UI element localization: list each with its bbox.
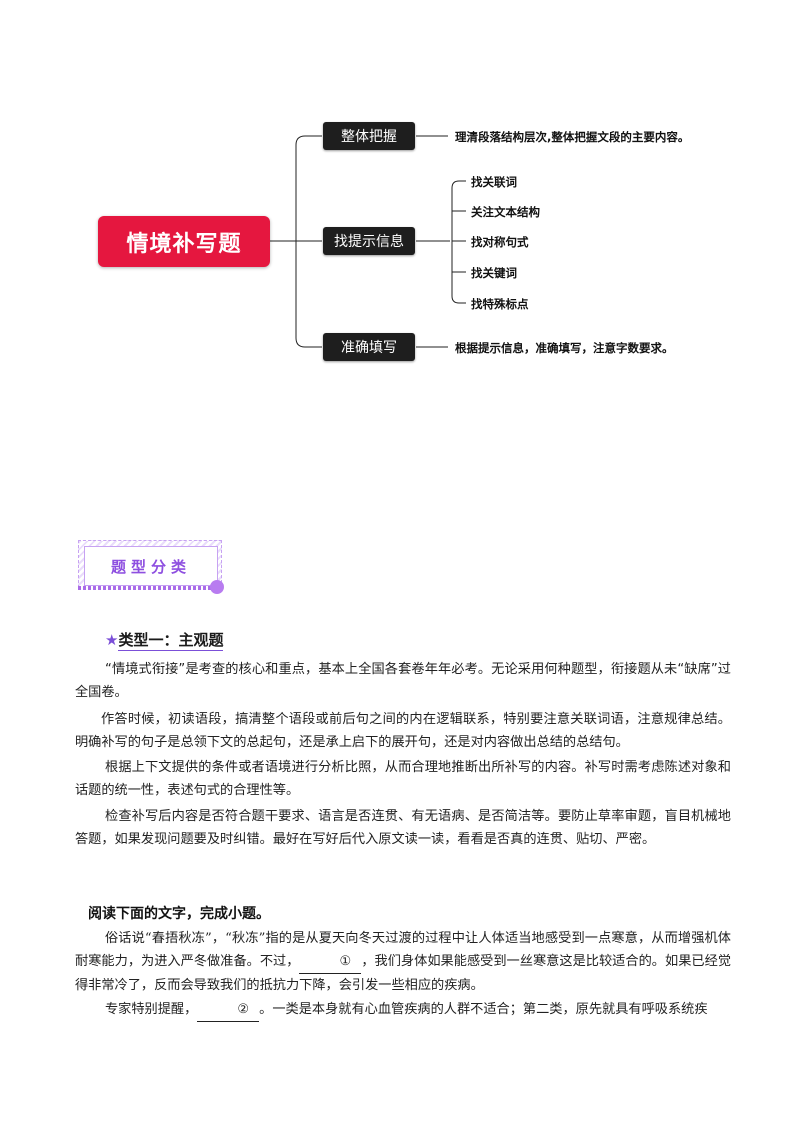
reading-paragraph-1: 俗话说“春捂秋冻”，“秋冻”指的是从夏天向冬天过渡的过程中让人体适当地感受到一点…	[75, 927, 731, 997]
mindmap-child: 找关键词	[471, 266, 517, 280]
paragraph-1: “情境式衔接”是考查的核心和重点，基本上全国各套卷年年必考。无论采用何种题型，衔…	[75, 662, 731, 700]
mindmap-detail-fill: 根据提示信息，准确填写，注意字数要求。	[455, 341, 674, 355]
mindmap-node-overall: 整体把握	[323, 122, 415, 150]
reading-text: 。一类是本身就有心血管疾病的人群不适合；第二类，原先就具有呼吸系统疾	[259, 1002, 708, 1017]
reading-heading: 阅读下面的文字，完成小题。	[88, 906, 270, 922]
mindmap-child: 找对称句式	[471, 235, 529, 249]
mindmap-child: 找关联词	[471, 175, 517, 189]
blank-2: ②	[197, 998, 260, 1022]
paragraph-4: 检查补写后内容是否符合题干要求、语言是否连贯、有无语病、是否简洁等。要防止草率审…	[75, 809, 731, 847]
type1-title: 类型一：主观题	[118, 631, 224, 651]
mindmap-connectors	[270, 135, 466, 348]
section-tag-dot	[210, 580, 224, 594]
paragraph-2: 作答时候，初读语段，搞清整个语段或前后句之间的内在逻辑联系，特别要注意关联词语，…	[75, 712, 731, 750]
mindmap-root: 情境补写题	[98, 216, 270, 267]
star-icon: ★	[105, 631, 119, 649]
type1-heading: ★类型一：主观题	[105, 629, 224, 651]
reading-text: ，我们身体如果能感受到一丝寒意这是比较适合的。如果已经觉得非常冷了，反而会导致我…	[75, 954, 732, 993]
mindmap-child: 找特殊标点	[471, 297, 529, 311]
mindmap-node-clues: 找提示信息	[323, 227, 415, 255]
reading-paragraph-2: 专家特别提醒，②。一类是本身就有心血管疾病的人群不适合；第二类，原先就具有呼吸系…	[75, 998, 731, 1022]
blank-1: ①	[299, 950, 362, 974]
section-tag: 题型分类	[78, 540, 224, 594]
mindmap-child: 关注文本结构	[471, 205, 540, 219]
section-tag-underline	[78, 586, 218, 590]
reading-text: 专家特别提醒，	[105, 1002, 198, 1017]
reading-text: 俗话说“春捂秋冻”，“秋冻”指的是从夏天向冬天过渡的过程中让人体适当地感受到一点…	[75, 931, 731, 969]
mindmap-node-fill: 准确填写	[323, 333, 415, 361]
mindmap-detail-overall: 理清段落结构层次,整体把握文段的主要内容。	[455, 130, 690, 144]
paragraph-3: 根据上下文提供的条件或者语境进行分析比照，从而合理地推断出所补写的内容。补写时需…	[75, 760, 731, 798]
section-tag-label: 题型分类	[84, 546, 218, 586]
